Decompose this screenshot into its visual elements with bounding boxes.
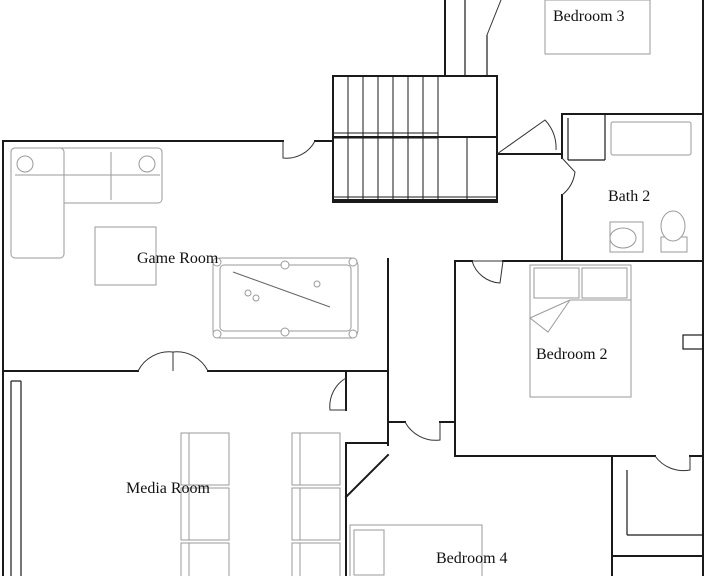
staircase bbox=[332, 76, 498, 203]
bathtub bbox=[610, 121, 692, 156]
room-labels: Bedroom 3 Bath 2 Game Room Bedroom 2 Med… bbox=[126, 8, 650, 567]
bed-bedroom-2 bbox=[529, 264, 632, 398]
pool-table bbox=[212, 257, 359, 339]
sink bbox=[609, 227, 637, 249]
sectional-sofa bbox=[10, 147, 163, 259]
label-bedroom-2: Bedroom 2 bbox=[536, 346, 608, 363]
label-bath-2: Bath 2 bbox=[608, 188, 650, 205]
label-bedroom-3: Bedroom 3 bbox=[553, 8, 625, 25]
label-game-room: Game Room bbox=[137, 250, 219, 267]
doors bbox=[137, 0, 691, 472]
bed-bedroom-3 bbox=[544, 0, 651, 55]
media-seating bbox=[180, 432, 341, 576]
bed-bedroom-4 bbox=[349, 524, 483, 576]
furniture bbox=[10, 0, 692, 576]
toilet bbox=[660, 210, 688, 253]
label-media-room: Media Room bbox=[126, 480, 211, 497]
coffee-table bbox=[94, 226, 157, 286]
label-bedroom-4: Bedroom 4 bbox=[436, 550, 508, 567]
